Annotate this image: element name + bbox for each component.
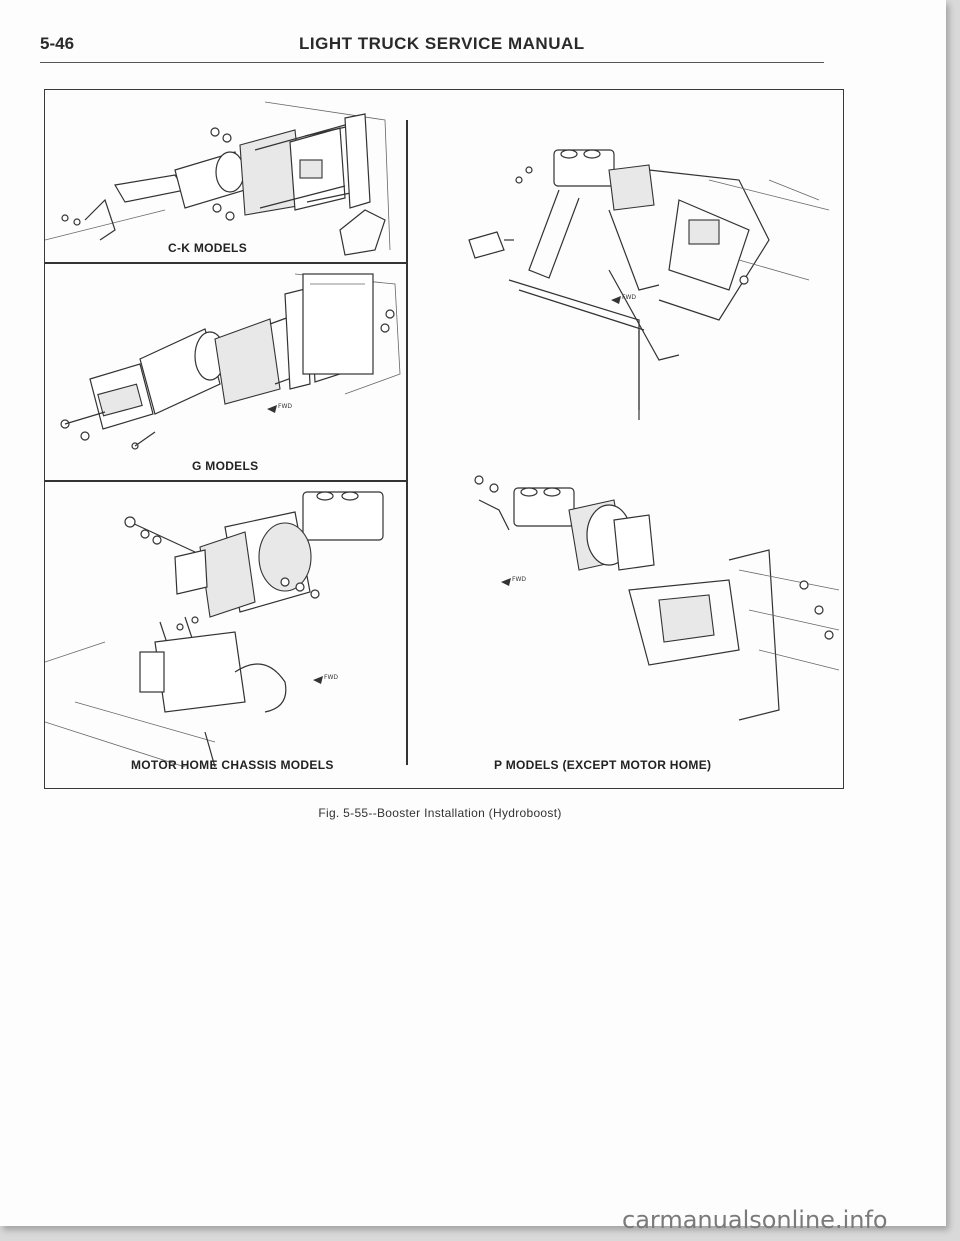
ck-booster-illustration xyxy=(45,101,391,256)
panel-divider-1 xyxy=(45,262,407,264)
fwd-marker-g: FWD xyxy=(278,403,292,410)
fwd-marker-motor-home: FWD xyxy=(324,674,338,681)
panel-label-g: G MODELS xyxy=(192,459,259,473)
panel-label-p: P MODELS (EXCEPT MOTOR HOME) xyxy=(494,758,712,772)
panel-ck-models xyxy=(45,90,405,262)
panel-p-models: FWD FWD xyxy=(409,90,843,788)
page-number: 5-46 xyxy=(40,34,75,53)
p-booster-illustration: FWD FWD xyxy=(468,149,840,721)
panel-label-ck: C-K MODELS xyxy=(168,241,247,255)
panel-divider-2 xyxy=(45,480,407,482)
figure-caption: Fig. 5-55--Booster Installation (Hydrobo… xyxy=(318,806,562,820)
manual-title: LIGHT TRUCK SERVICE MANUAL xyxy=(299,34,585,53)
column-divider xyxy=(406,120,408,765)
panel-motor-home-models: FWD xyxy=(45,482,405,767)
g-booster-illustration: FWD xyxy=(60,273,401,450)
header-rule xyxy=(40,62,824,63)
figure-frame: C-K MODELS xyxy=(44,89,844,789)
panel-label-motor-home: MOTOR HOME CHASSIS MODELS xyxy=(131,758,334,772)
watermark: carmanualsonline.info xyxy=(622,1206,888,1234)
fwd-marker-p-upper: FWD xyxy=(622,294,636,301)
manual-page: 5-46 LIGHT TRUCK SERVICE MANUAL xyxy=(0,0,946,1234)
fwd-marker-p-lower: FWD xyxy=(512,576,526,583)
panel-g-models: FWD xyxy=(45,264,405,480)
motor-home-booster-illustration: FWD xyxy=(45,491,384,767)
